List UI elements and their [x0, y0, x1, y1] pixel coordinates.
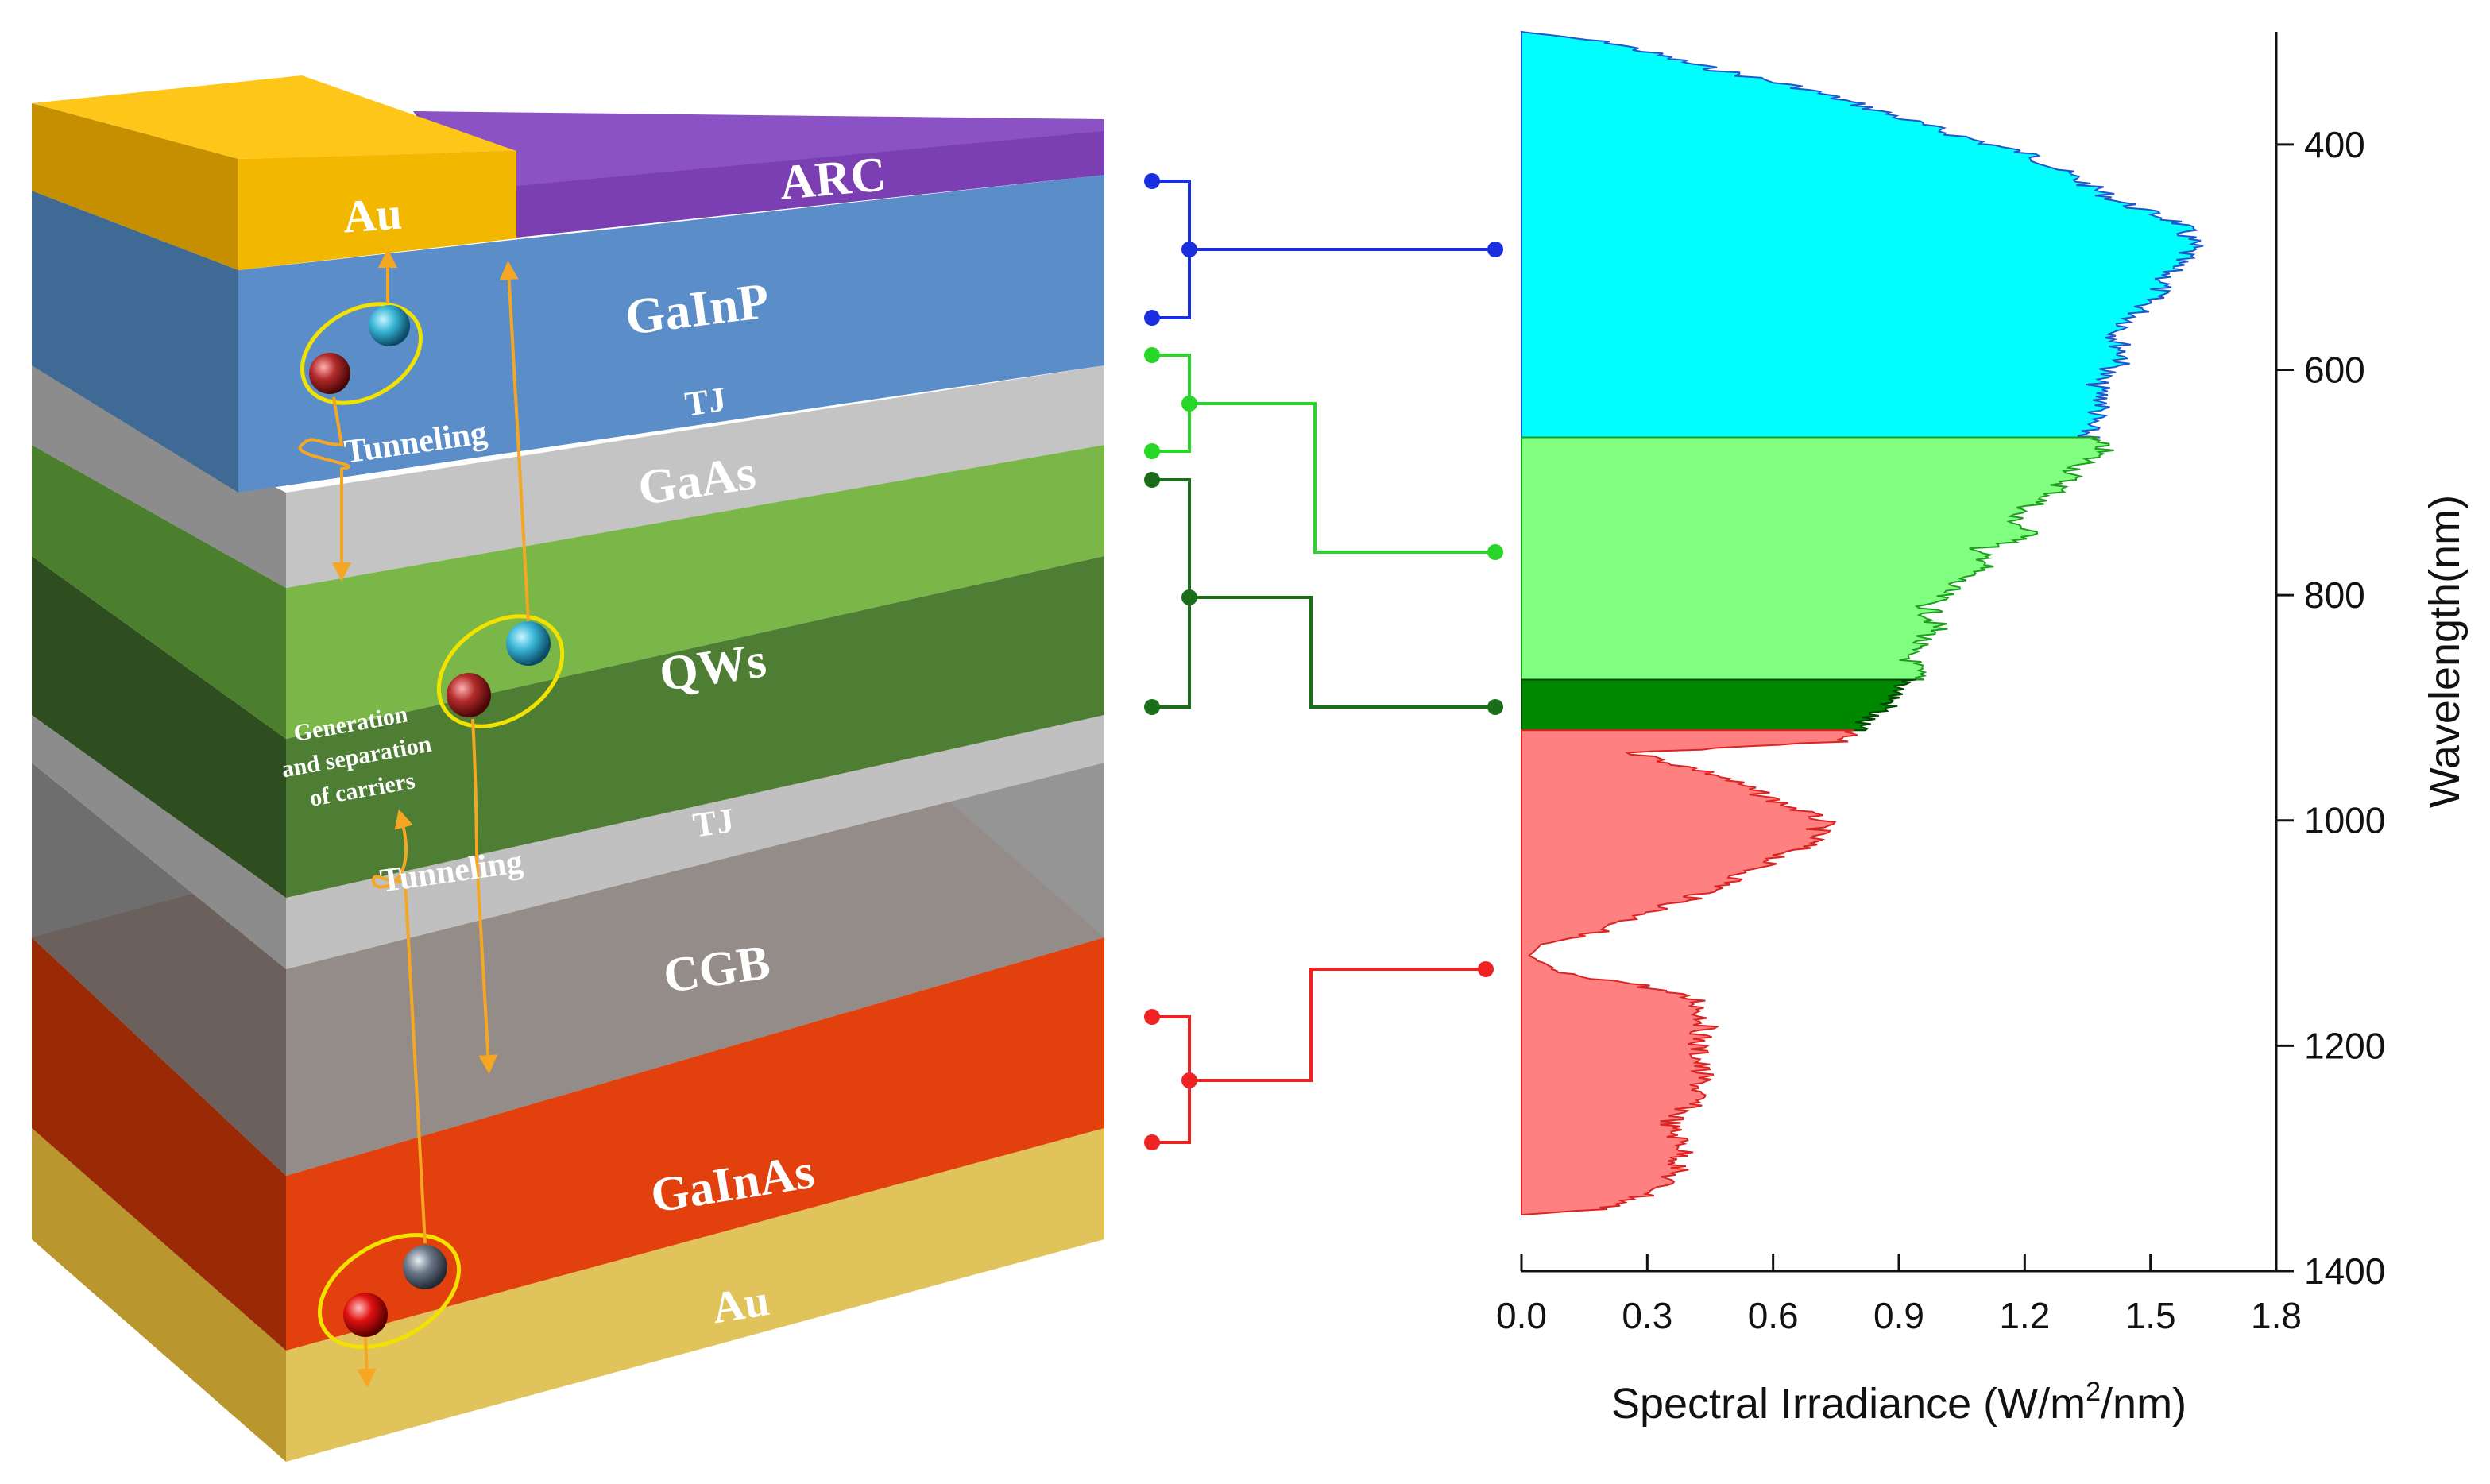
- label-tj-bottom: TJ: [690, 801, 737, 845]
- y-tick-label: 1400: [2304, 1250, 2385, 1292]
- hole-sphere: [309, 353, 350, 394]
- spectrum-band-gainas: [1521, 729, 1858, 1216]
- spectrum-band-qws: [1521, 678, 1916, 732]
- x-tick-label: 1.8: [2251, 1295, 2302, 1336]
- y-tick-label: 1000: [2304, 800, 2385, 841]
- carrier-paths: [298, 249, 530, 1388]
- hole-sphere: [343, 1293, 388, 1337]
- hole-sphere: [447, 673, 491, 717]
- label-tj-top: TJ: [682, 380, 729, 424]
- layer-tj-top: [32, 365, 1104, 588]
- connector-dark-green: [1144, 472, 1503, 715]
- carrier-pair-qws: [436, 614, 565, 728]
- label-au-top: Au: [341, 187, 404, 243]
- electron-sphere: [403, 1245, 447, 1289]
- x-tick-label: 0.6: [1748, 1295, 1799, 1336]
- x-ticks: 0.0 0.3 0.6 0.9 1.2 1.5 1.8: [1496, 1254, 2302, 1336]
- label-arc: ARC: [777, 147, 888, 210]
- electron-sphere: [506, 621, 551, 666]
- x-axis-label: Spectral Irradiance (W/m2/nm): [1611, 1377, 2186, 1428]
- x-tick-label: 0.0: [1496, 1295, 1547, 1336]
- device-layer-stack: Au ARC GaInP TJ GaAs QWs TJ CGB GaInAs A…: [32, 75, 1104, 1462]
- y-tick-label: 1200: [2304, 1025, 2385, 1066]
- y-tick-label: 600: [2304, 349, 2365, 390]
- y-ticks: 400 600 800 1000 1200 1400: [2276, 124, 2385, 1292]
- y-tick-label: 400: [2304, 124, 2365, 165]
- connector-light-green: [1144, 347, 1503, 560]
- carrier-pair-gainp: [300, 302, 423, 405]
- connector-blue: [1144, 173, 1503, 326]
- layer-arc: [413, 111, 1104, 238]
- carrier-pair-gainas: [317, 1233, 462, 1349]
- electron-sphere: [369, 305, 410, 346]
- layer-tj-bottom: [32, 715, 1104, 969]
- connector-red: [1144, 961, 1494, 1150]
- layer-qws: [32, 556, 1104, 898]
- spectrum-band-gainp: [1521, 30, 2204, 439]
- x-tick-label: 0.9: [1873, 1295, 1924, 1336]
- layer-gaas: [32, 445, 1104, 739]
- label-au-bottom: Au: [709, 1276, 772, 1333]
- x-tick-label: 1.5: [2125, 1295, 2176, 1336]
- connector-lines: [1144, 173, 1503, 1150]
- y-tick-label: 800: [2304, 574, 2365, 616]
- x-tick-label: 0.3: [1622, 1295, 1672, 1336]
- layer-au-top: [32, 75, 516, 270]
- spectral-irradiance-chart: 0.0 0.3 0.6 0.9 1.2 1.5 1.8 400 600 800 1000 1200 1…: [1496, 30, 2469, 1428]
- x-tick-label: 1.2: [1999, 1295, 2050, 1336]
- spectrum-bands: [1521, 30, 2204, 1216]
- spectrum-band-gaas: [1521, 436, 2114, 681]
- layer-au-bottom: [32, 1128, 1104, 1462]
- layer-gainp: [32, 175, 1104, 493]
- y-axis-label: Wavelength(nm): [2421, 495, 2469, 808]
